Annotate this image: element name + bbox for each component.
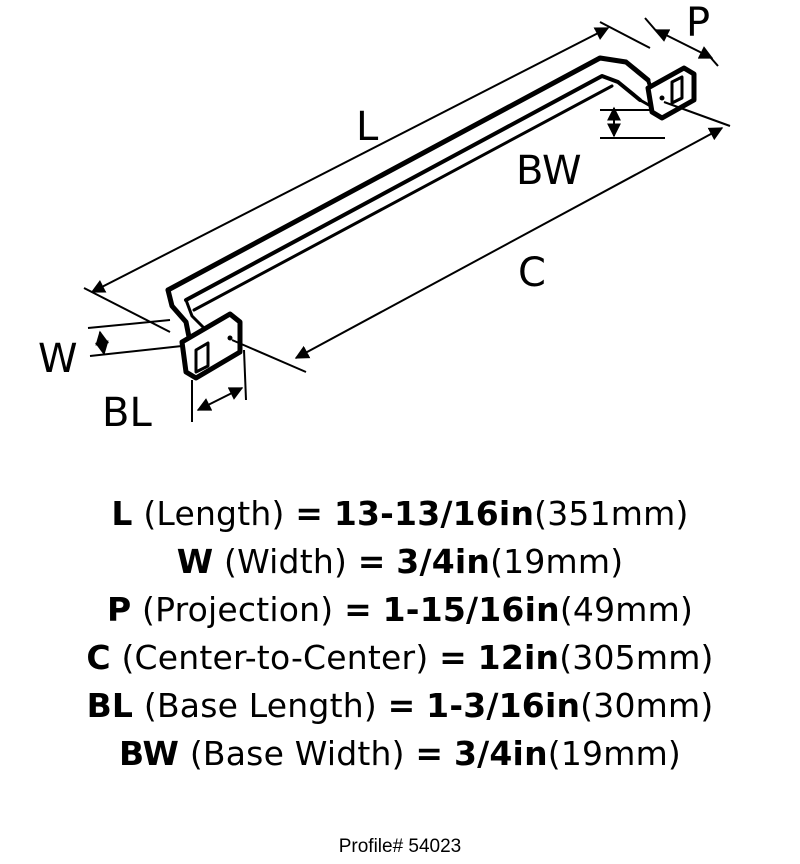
spec-base-width: BW (Base Width) = 3/4in(19mm) — [118, 734, 681, 773]
width-dimension-line — [94, 330, 110, 356]
spec-base-length: BL (Base Length) = 1-3/16in(30mm) — [86, 686, 714, 725]
spec-width: W (Width) = 3/4in(19mm) — [176, 542, 624, 581]
label-L: L — [356, 104, 379, 150]
label-BL: BL — [102, 390, 152, 436]
label-W: W — [38, 336, 78, 382]
center-to-center-dimension-line — [294, 127, 724, 359]
base-length-dimension-line — [196, 387, 244, 411]
spec-length: L (Length) = 13-13/16in(351mm) — [111, 494, 689, 533]
spec-projection: P (Projection) = 1-15/16in(49mm) — [106, 590, 694, 629]
projection-dimension-line — [654, 29, 714, 59]
label-C: C — [518, 250, 546, 296]
spec-center-to-center: C (Center-to-Center) = 12in(305mm) — [86, 638, 714, 677]
label-P: P — [686, 0, 710, 46]
label-BW: BW — [516, 148, 582, 194]
handle-dimension-diagram: L P BW C W BL — [38, 0, 731, 436]
dimension-lines — [83, 17, 731, 422]
profile-number: Profile# 54023 — [338, 836, 462, 857]
cabinet-pull-handle — [165, 55, 697, 381]
specification-list: L (Length) = 13-13/16in(351mm) W (Width)… — [0, 490, 800, 778]
